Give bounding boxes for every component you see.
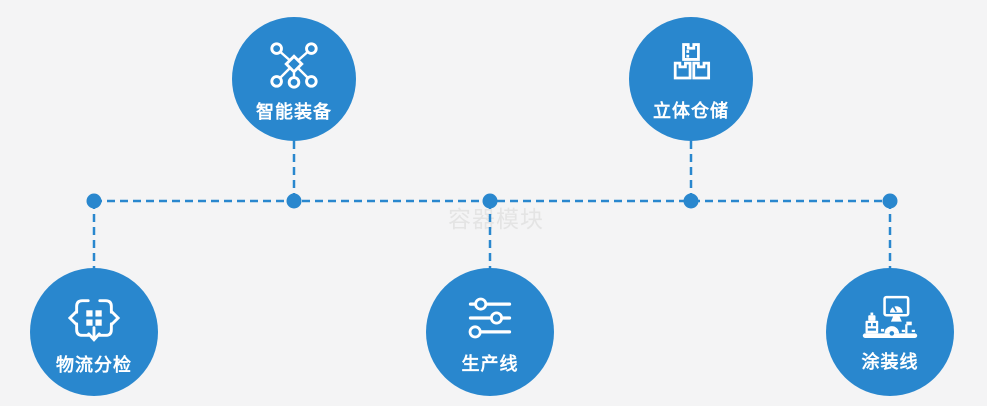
node-label: 涂装线 (861, 351, 919, 372)
node-smart-equipment: 智能装备 (232, 17, 356, 141)
junction-dot (86, 193, 102, 209)
network-nodes-icon (267, 38, 321, 92)
junction-dot (482, 193, 498, 209)
control-console-icon (861, 294, 919, 342)
node-production-line: 生产线 (426, 268, 554, 396)
sorting-grid-arrows-icon (67, 291, 121, 345)
node-coating-line: 涂装线 (826, 268, 954, 396)
junction-dot (683, 193, 699, 209)
junction-dot (882, 193, 898, 209)
node-label: 生产线 (461, 353, 519, 374)
node-label: 物流分检 (56, 354, 132, 375)
stacked-boxes-icon (665, 39, 717, 91)
node-label: 智能装备 (256, 101, 332, 122)
junction-dot (286, 193, 302, 209)
node-logistics-sorting: 物流分检 (30, 268, 158, 396)
watermark-text: 容器模块 (448, 206, 544, 232)
node-label: 立体仓储 (653, 100, 729, 121)
sliders-icon (464, 292, 516, 344)
node-stereo-warehouse: 立体仓储 (629, 17, 753, 141)
